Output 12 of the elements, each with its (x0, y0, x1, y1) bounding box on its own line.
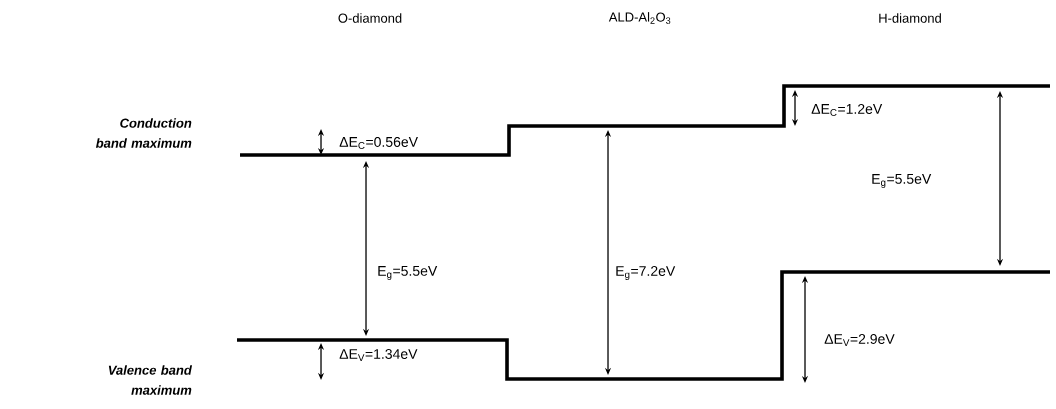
energy-label: E$_{g}$=5.5eV (378, 266, 438, 280)
energy-label: ΔE$_{C}$=0.56eV (339, 136, 418, 149)
column-heading: ALD-Al$_{2}$O$_{3}$ (608, 12, 671, 24)
axis-label: Valence band maximum (108, 365, 193, 395)
column-heading: H-diamond (879, 13, 941, 23)
energy-label: E$_{g}$=5.5eV (872, 174, 932, 188)
energy-label: ΔE$_{V}$=2.9eV (824, 334, 895, 346)
energy-label: E$_{g}$=7.2eV (616, 266, 676, 280)
column-heading: O-diamond (338, 13, 402, 23)
energy-label: ΔE$_{V}$=1.34eV (339, 349, 418, 361)
energy-label: ΔE$_{C}$=1.2eV (811, 103, 883, 116)
axis-label: Conduction band maximum (95, 118, 192, 148)
